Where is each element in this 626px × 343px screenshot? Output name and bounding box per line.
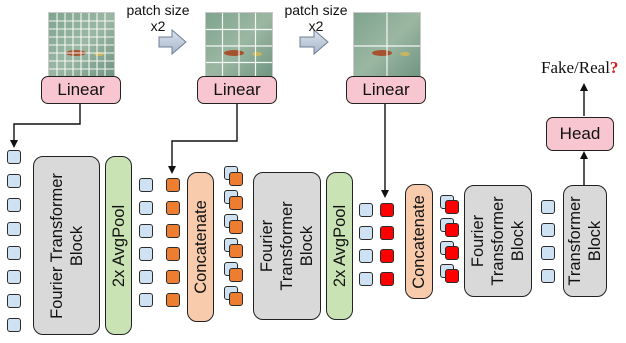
- output-text: Fake/Real: [541, 58, 610, 77]
- head-label: Head: [559, 124, 601, 143]
- fourier-transformer-block-1: Fourier Transformer Block: [33, 156, 100, 335]
- avgpool-2-label: 2x AvgPool: [330, 204, 349, 288]
- fourier-block-3-text: Fourier Transformer Block: [468, 196, 528, 285]
- patch-image-fine: [48, 12, 115, 80]
- patch-arrow-1: [158, 28, 187, 56]
- token: [445, 200, 459, 214]
- fourier-block-1-line1: Fourier Transformer: [47, 172, 66, 319]
- fourier-transformer-block-3: Fourier Transformer Block: [464, 185, 532, 297]
- linear-box-2: Linear: [197, 76, 277, 104]
- token: [166, 178, 180, 192]
- token: [139, 293, 153, 307]
- token: [166, 224, 180, 238]
- token: [541, 246, 555, 260]
- token: [7, 246, 21, 260]
- token: [229, 172, 243, 186]
- linear-label-3: Linear: [362, 80, 410, 99]
- transformer-line2: Block: [586, 220, 604, 262]
- fourier-block-3-line1: Fourier: [469, 214, 487, 268]
- patch-image-coarse: [353, 12, 421, 80]
- fourier-block-1-text: Fourier Transformer Block: [47, 173, 87, 319]
- patch-image-medium: [205, 12, 273, 80]
- avgpool-1-text: 2x AvgPool: [109, 204, 129, 286]
- token: [7, 270, 21, 284]
- patch-size-text-2: patch size: [284, 2, 348, 18]
- fourier-block-2-line1: Fourier: [258, 219, 276, 273]
- avgpool-2-text: 2x AvgPool: [330, 205, 350, 287]
- token: [166, 201, 180, 215]
- token: [541, 200, 555, 214]
- concat-1-label: Concatenate: [191, 200, 210, 294]
- token: [139, 247, 153, 261]
- avgpool-block-2: 2x AvgPool: [326, 172, 353, 320]
- scale-text-1: x2: [150, 18, 166, 34]
- token: [229, 196, 243, 210]
- transformer-text: Transformer Block: [565, 196, 605, 285]
- concat-1-text: Concatenate: [191, 200, 211, 294]
- transformer-block: Transformer Block: [563, 185, 607, 297]
- fourier-block-3-line2: Transformer: [489, 196, 507, 286]
- token: [380, 249, 394, 263]
- token: [166, 293, 180, 307]
- fourier-block-2-line3: Block: [298, 225, 316, 267]
- output-question-mark: ?: [609, 58, 619, 77]
- token: [7, 294, 21, 308]
- token: [229, 220, 243, 234]
- patch-size-text-1: patch size: [126, 2, 190, 18]
- token: [229, 268, 243, 282]
- token: [139, 270, 153, 284]
- token: [359, 249, 373, 263]
- token: [229, 292, 243, 306]
- patch-size-label-2: patch size x2: [284, 2, 348, 34]
- linear-box-1: Linear: [41, 76, 121, 104]
- concat-2-label: Concatenate: [410, 194, 428, 289]
- token: [7, 198, 21, 212]
- fourier-block-1-line2: Block: [67, 225, 86, 266]
- transformer-line1: Transformer: [566, 196, 584, 286]
- arrow-linear2-to-tokens: [168, 103, 238, 174]
- token: [139, 201, 153, 215]
- concat-2-text: Concatenate: [409, 195, 429, 289]
- concatenate-block-1: Concatenate: [187, 172, 214, 322]
- token: [359, 272, 373, 286]
- token: [139, 224, 153, 238]
- token: [166, 270, 180, 284]
- token: [7, 318, 21, 332]
- token: [380, 226, 394, 240]
- token: [166, 247, 180, 261]
- token: [445, 269, 459, 283]
- fourier-block-2-line2: Transformer: [278, 201, 296, 291]
- concatenate-block-2: Concatenate: [405, 184, 433, 299]
- fourier-transformer-block-2: Fourier Transformer Block: [253, 172, 321, 320]
- token: [380, 203, 394, 217]
- token: [380, 272, 394, 286]
- arrow-linear1-to-tokens: [10, 103, 81, 148]
- token: [139, 178, 153, 192]
- head-box: Head: [546, 117, 614, 151]
- token: [541, 223, 555, 237]
- token: [359, 203, 373, 217]
- avgpool-block-1: 2x AvgPool: [105, 156, 132, 335]
- fourier-block-3-line3: Block: [509, 220, 527, 262]
- token: [445, 223, 459, 237]
- output-label: Fake/Real?: [541, 58, 618, 78]
- avgpool-1-label: 2x AvgPool: [109, 204, 128, 287]
- token: [7, 174, 21, 188]
- patch-arrow-2: [299, 28, 329, 56]
- token: [359, 226, 373, 240]
- linear-label-1: Linear: [57, 80, 105, 99]
- token: [229, 244, 243, 258]
- patch-size-label-1: patch size x2: [126, 2, 190, 34]
- token: [7, 150, 21, 164]
- token: [541, 269, 555, 283]
- token: [7, 222, 21, 236]
- fourier-block-2-text: Fourier Transformer Block: [257, 201, 317, 290]
- token: [445, 246, 459, 260]
- scale-text-2: x2: [308, 18, 324, 34]
- linear-box-3: Linear: [346, 76, 426, 104]
- linear-label-2: Linear: [213, 80, 261, 99]
